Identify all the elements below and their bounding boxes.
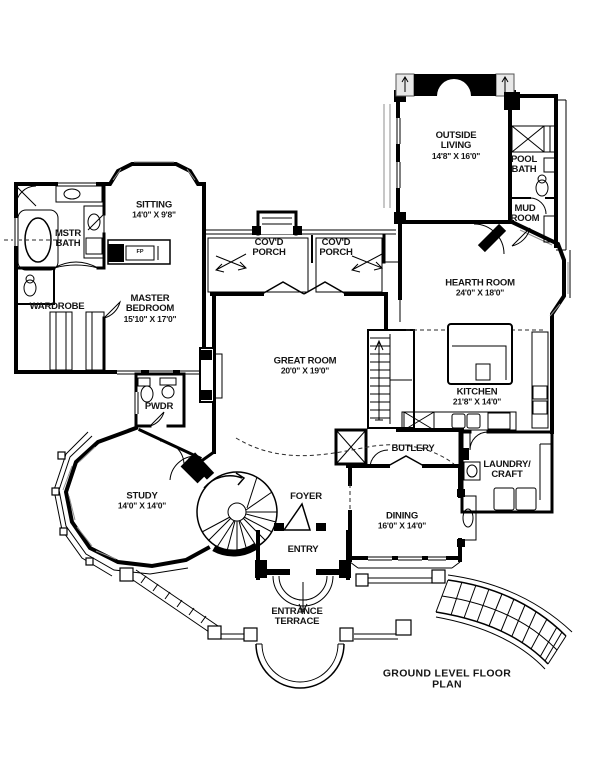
laundry-walls <box>460 430 554 514</box>
master-fireplace <box>107 239 171 265</box>
newel-post <box>180 456 208 484</box>
covered-porches <box>204 210 400 293</box>
section-arrow-left <box>215 253 247 273</box>
kitchen-fixtures <box>396 323 549 432</box>
angled-door <box>477 223 507 253</box>
spiral-staircase <box>180 456 278 557</box>
entry-walls <box>255 502 351 614</box>
master-wing-windows <box>13 181 202 375</box>
study-door-block <box>187 452 215 480</box>
powder-room <box>133 372 186 428</box>
study-walls <box>62 425 215 569</box>
outside-living-walls <box>383 73 516 224</box>
terrace <box>51 431 446 689</box>
section-arrow-right <box>351 253 383 273</box>
curved-terrace-stair <box>435 574 573 670</box>
master-wing-walls <box>4 161 206 375</box>
dining-walls <box>346 455 477 569</box>
foyer-ceiling-arcs <box>235 437 455 465</box>
pool-bath-mud-room <box>473 92 567 255</box>
